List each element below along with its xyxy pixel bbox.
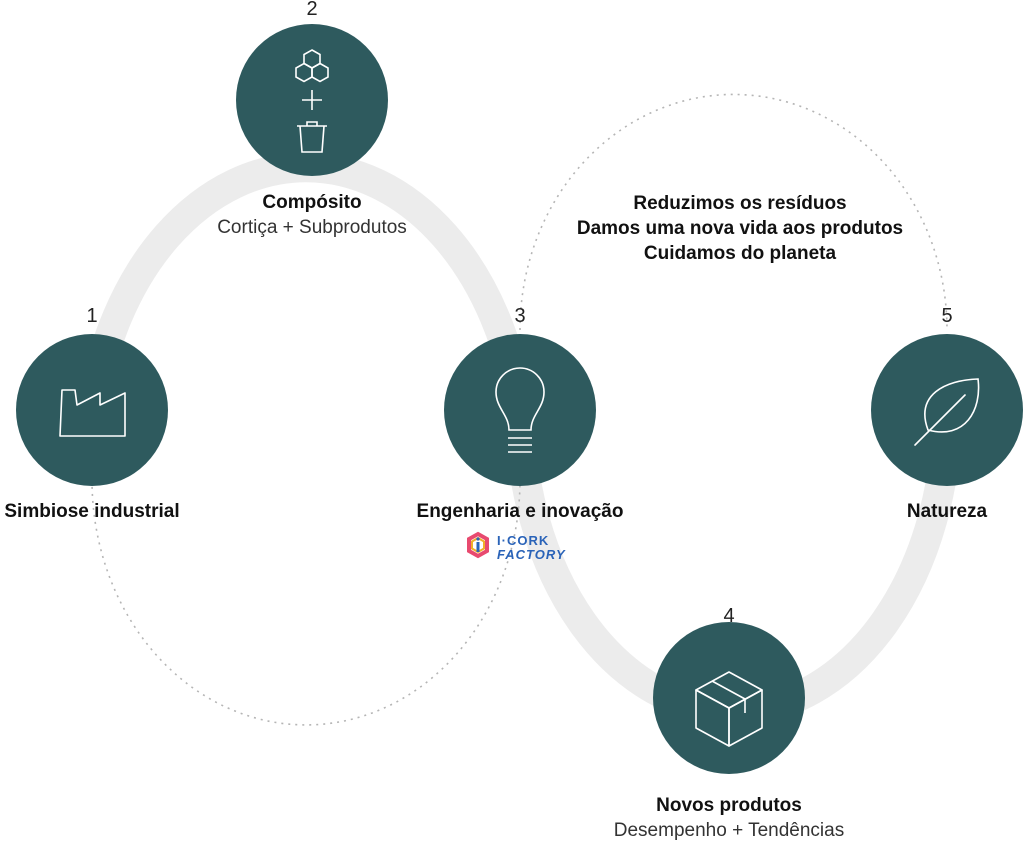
icork-factory-logo: I·CORK FACTORY — [467, 531, 566, 562]
sustainability-message: Reduzimos os resíduos Damos uma nova vid… — [577, 191, 903, 266]
factory-icon — [59, 389, 126, 437]
node-3-number: 3 — [514, 305, 526, 327]
message-line-2: Damos uma nova vida aos produtos — [576, 218, 904, 239]
message-line-3: Cuidamos do planeta — [643, 243, 837, 264]
logo-text-bottom: FACTORY — [497, 547, 566, 562]
node-2-subtitle: Cortiça + Subprodutos — [217, 217, 407, 238]
node-1-circle — [16, 334, 168, 486]
dotted-arc-lower-left — [91, 479, 521, 726]
node-5-number: 5 — [941, 305, 953, 327]
node-1-title: Simbiose industrial — [4, 501, 180, 522]
leaf-icon — [914, 378, 980, 446]
node-5-circle — [871, 334, 1023, 486]
logo-text-top: I·CORK — [497, 533, 549, 548]
node-2-number: 2 — [306, 0, 318, 20]
node-4-circle — [653, 622, 805, 774]
node-1-number: 1 — [86, 305, 98, 327]
node-4-subtitle: Desempenho + Tendências — [613, 820, 845, 841]
composite-icon — [295, 49, 329, 153]
node-3-circle — [444, 334, 596, 486]
message-line-1: Reduzimos os resíduos — [633, 193, 847, 214]
node-4-number: 4 — [723, 605, 735, 627]
node-4-title: Novos produtos — [656, 795, 802, 816]
node-3-title: Engenharia e inovação — [416, 501, 624, 522]
lightbulb-icon — [495, 367, 545, 453]
node-5-title: Natureza — [906, 501, 988, 522]
box-icon — [695, 671, 763, 747]
node-2-title: Compósito — [262, 192, 362, 213]
